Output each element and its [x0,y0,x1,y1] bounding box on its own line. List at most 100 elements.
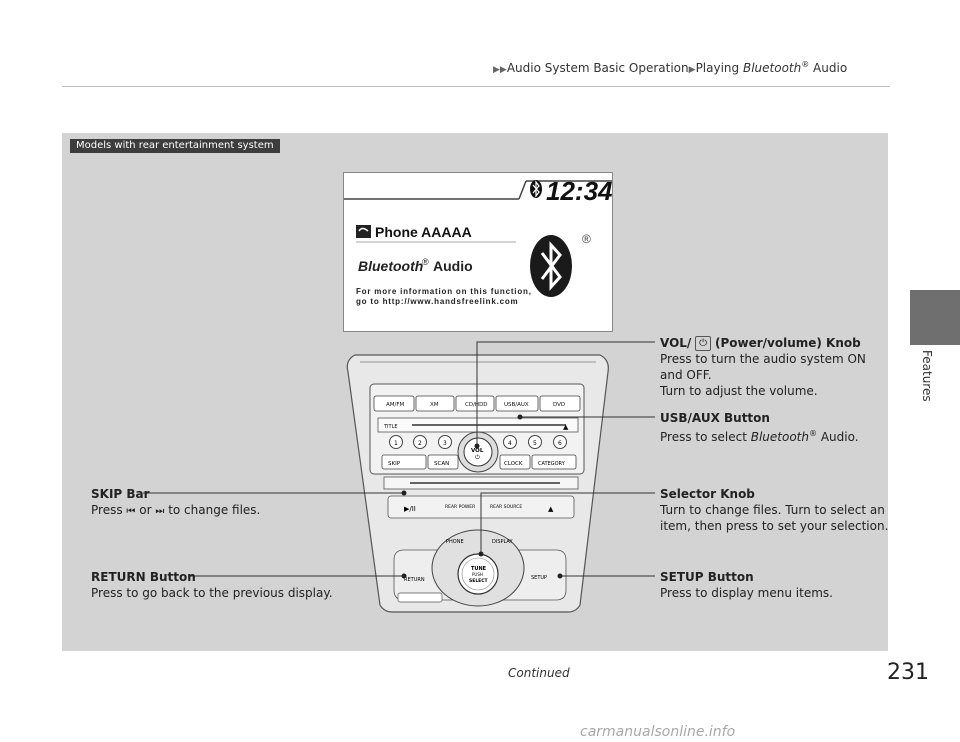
vol-callout-title-a: VOL/ [660,336,692,350]
rear-eject-icon[interactable]: ▲ [548,505,554,513]
skip-callout-title: SKIP Bar [91,487,150,501]
bluetooth-reg-mark: ® [422,257,429,267]
return-dot [401,573,407,579]
selector-callout: Selector Knob Turn to change files. Turn… [660,486,888,534]
selector-leader-line [480,492,655,554]
info-line-1: For more information on this function, [356,287,532,296]
callout-dots [401,414,563,579]
selector-callout-title: Selector Knob [660,487,755,501]
preset-6-button[interactable] [553,435,567,449]
skip-callout: SKIP Bar Press ⏮ or ⏭ to change files. [91,486,260,520]
skip-callout-rest: to change files. [168,503,261,517]
preset-5-button[interactable] [528,435,542,449]
push-label: PUSH [472,572,483,577]
eject-icon[interactable]: ▲ [563,423,569,431]
display-button-label[interactable]: DISPLAY [492,539,513,545]
continued-label: Continued [508,666,570,680]
breadcrumb-audio: Audio [809,61,848,75]
scan-button[interactable] [427,454,459,470]
skip-forward-icon: ⏭ [155,506,165,517]
power-icon: ⏻ [695,336,712,351]
skip-bar[interactable] [381,454,427,470]
watermark: carmanualsonline.info [580,724,736,740]
xm-button[interactable] [415,395,455,412]
info-line-2: go to http://www.handsfreelink.com [356,297,518,306]
setup-button-label[interactable]: SETUP [531,575,547,581]
dvd-label: DVD [553,402,565,408]
usb-callout: USB/AUX Button Press to select Bluetooth… [660,410,859,445]
vol-callout-line-1: Press to turn the audio system ON [660,352,866,366]
usb-callout-line-post: Audio. [817,430,859,444]
display-screen: 12:34 Phone AAAAA Bluetooth ® Audio ® Fo… [343,172,613,332]
phone-button-label[interactable]: PHONE [446,539,464,545]
skip-callout-or: or [139,503,152,517]
vol-callout-title-b: (Power/volume) Knob [714,336,861,350]
clock-display: 12:34 [546,176,612,206]
usb-aux-label: USB/AUX [504,402,529,408]
usb-dot [517,414,523,420]
breadcrumb-bluetooth: Bluetooth [742,61,802,75]
vol-power-knob[interactable] [463,437,493,467]
source-button-row: AM/FM XM CD/HDD USB/AUX DVD [373,395,581,412]
preset-1-label: 1 [394,440,398,447]
bluetooth-small-icon [530,180,542,198]
preset-4-button[interactable] [503,435,517,449]
callout-leaders [143,341,655,577]
audio-word: Audio [433,258,473,274]
vol-dot [474,443,480,449]
vol-callout: VOL/ ⏻ (Power/volume) Knob Press to turn… [660,335,866,399]
usb-callout-reg: ® [809,429,817,438]
selector-callout-line-1: Turn to change files. Turn to select an [660,503,885,517]
vol-leader-line [476,341,655,446]
play-pause-icon[interactable]: ▶/II [404,505,416,513]
bluetooth-word: Bluetooth [358,258,423,274]
preset-2-button[interactable] [413,435,427,449]
select-label: SELECT [469,578,489,584]
power-icon: ⏻ [475,454,480,461]
breadcrumb-arrow-icon: ▶ [688,65,696,75]
am-fm-button[interactable] [373,395,415,412]
registered-mark: ® [801,60,810,69]
preset-1-button[interactable] [389,435,403,449]
phone-icon [356,225,371,238]
setup-callout: SETUP Button Press to display menu items… [660,569,833,601]
breadcrumb-item-1: Audio System Basic Operation [506,61,689,75]
cd-hdd-button[interactable] [455,395,495,412]
dvd-button[interactable] [539,395,581,412]
breadcrumb: ▶▶Audio System Basic Operation▶Playing B… [493,60,847,75]
skip-callout-press: Press [91,503,123,517]
setup-dot [557,573,563,579]
screen-graphic: 12:34 Phone AAAAA Bluetooth ® Audio ® Fo… [344,176,613,306]
vol-callout-line-2: and OFF. [660,368,712,382]
xm-label: XM [430,402,439,408]
side-tab-marker [910,290,960,345]
return-callout-line-1: Press to go back to the previous display… [91,586,333,600]
selector-knob[interactable] [457,553,499,595]
clock-button[interactable] [499,454,531,470]
preset-5-label: 5 [533,440,537,447]
screen-top-rule-slant [518,180,527,200]
am-fm-label: AM/FM [386,402,405,408]
rear-source-label[interactable]: REAR SOURCE [490,504,522,510]
usb-callout-line-pre: Press to select [660,430,751,444]
selector-callout-line-2: item, then press to set your selection. [660,519,889,533]
return-button-label[interactable]: RETURN [404,577,425,583]
selector-knob-inner [461,557,495,591]
skip-dot [401,490,407,496]
skip-back-icon: ⏮ [126,506,136,517]
category-bar[interactable] [531,454,577,470]
clock-label: CLOCK [504,461,523,467]
bluetooth-logo-icon [530,235,572,297]
usb-callout-title: USB/AUX Button [660,411,770,425]
usb-callout-bluetooth: Bluetooth [750,430,809,444]
usb-aux-button[interactable] [495,395,539,412]
scan-label: SCAN [434,461,449,467]
preset-3-button[interactable] [438,435,452,449]
preset-6-label: 6 [558,440,562,447]
rear-power-label[interactable]: REAR POWER [445,504,475,510]
return-callout: RETURN Button Press to go back to the pr… [91,569,333,601]
preset-3-label: 3 [443,440,447,447]
title-label: TITLE [383,424,398,430]
phone-name: Phone AAAAA [375,224,472,240]
